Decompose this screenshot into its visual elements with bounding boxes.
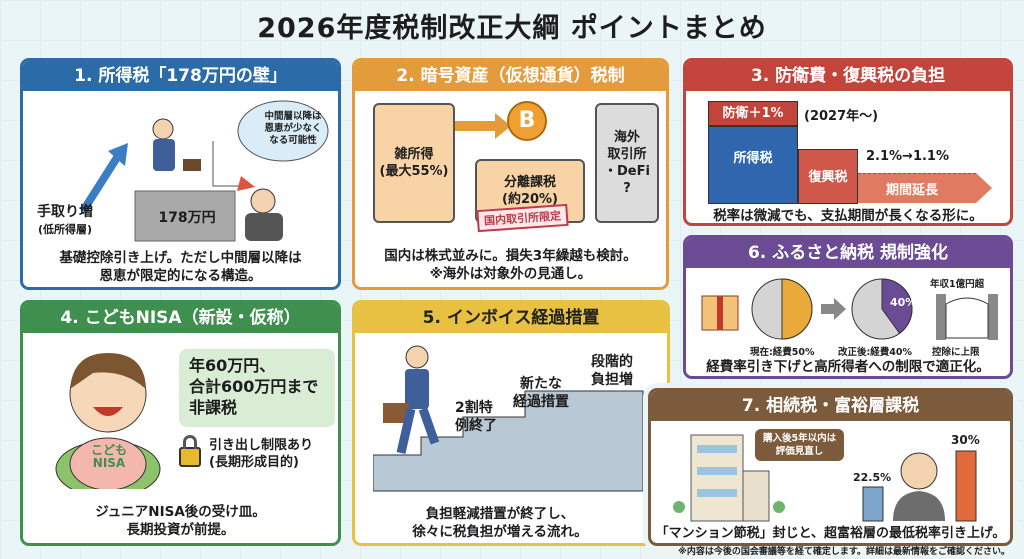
panel-header: 2. 暗号資産（仮想通貨）税制 [355, 61, 666, 91]
step-label: 経過措置 [513, 394, 569, 410]
caption: 恩恵が限定的になる構造。 [99, 268, 262, 284]
caption: 税率は微減でも、支払期間が長くなる形に。 [713, 208, 983, 224]
caption: 長期投資が前提。 [126, 522, 235, 538]
pig-label: こども [91, 443, 128, 457]
panel-inheritance-tax: 7. 相続税・富裕層課税 購入後5年以内は評価見直し 22.5% 30% 「マン… [648, 388, 1013, 546]
panel-invoice: 5. インボイス経過措置 2割特例終了 新たな経過措置 段階的負担増 負担軽減措… [352, 300, 670, 546]
step-label: 2割特 [455, 400, 493, 416]
furusato-illustration [701, 278, 998, 340]
reconstruction-block: 復興税 [798, 149, 858, 204]
panel-header: 3. 防衛費・復興税の負担 [686, 61, 1010, 91]
step-label: 新たな [520, 376, 562, 392]
year-label: (2027年〜) [804, 109, 879, 124]
gate-top-label: 年収1億円超 [930, 279, 985, 290]
defense-block: 防衛＋1% [708, 101, 798, 126]
gate-icon [936, 294, 946, 340]
takehome-sub: (低所得層) [37, 223, 93, 236]
panel-header: 7. 相続税・富裕層課税 [651, 391, 1010, 421]
step-label: 例終了 [455, 418, 497, 434]
misc-income-box: 雑所得(最大55%) [373, 103, 455, 223]
step-label: 段階的 [591, 354, 633, 370]
pig-label: NISA [92, 456, 126, 470]
bar-22-5 [862, 486, 884, 522]
bubble-line: 恩恵が少なく [264, 123, 322, 134]
panel-crypto-tax: 2. 暗号資産（仮想通貨）税制 雑所得(最大55%) B 分離課税(約20%) … [352, 58, 669, 290]
up-arrow-icon [108, 143, 128, 166]
caption: 経費率引き下げと高所得者への制限で適正化。 [706, 359, 990, 375]
lock-label: 引き出し制限あり [209, 438, 314, 453]
bubble-line: なる可能性 [269, 135, 317, 146]
stairs-illustration [373, 390, 644, 492]
jumping-man-icon [152, 118, 174, 140]
pie-after-label: 40% [890, 296, 917, 309]
after-label: 改正後:経費40% [838, 347, 913, 358]
businessman-icon [250, 188, 276, 214]
takehome-label: 手取り増 [37, 204, 93, 220]
child-illustration [55, 353, 161, 489]
caption: 負担軽減措置が終了し、 [425, 506, 575, 522]
caption: 徐々に税負担が増える流れ。 [412, 524, 588, 540]
caption: 国内は株式並みに。損失3年繰越も検討。 [384, 248, 637, 264]
income-tax-block: 所得税 [708, 126, 798, 204]
building-bubble: 購入後5年以内は評価見直し [755, 429, 845, 461]
caption: ※海外は対象外の見通し。 [429, 266, 592, 282]
overseas-box: 海外取引所・DeFi? [595, 103, 659, 223]
panel-header: 1. 所得税「178万円の壁」 [23, 61, 338, 91]
panel-header: 5. インボイス経過措置 [355, 303, 667, 333]
footnote: ※内容は今後の国会審議等を経て確定します。詳細は最新情報をご確認ください。 [678, 547, 1010, 557]
lock-label: (長期形成目的) [209, 455, 299, 470]
bitcoin-icon: B [507, 101, 547, 141]
low-rate-label: 22.5% [853, 471, 892, 484]
caption: 基礎控除引き上げ。ただし中間層以降は [59, 250, 302, 266]
pie-after-slice [881, 278, 913, 334]
arrow-icon [455, 113, 511, 139]
wall-label: 178万円 [158, 210, 216, 226]
walking-man-icon [383, 345, 440, 454]
caption: ジュニアNISA後の受け皿。 [95, 504, 266, 520]
gate-label: 控除に上限 [932, 347, 980, 358]
wealthy-man-icon [900, 452, 938, 490]
high-rate-label: 30% [951, 433, 980, 447]
income-illustration [79, 100, 329, 242]
step-label: 負担増 [591, 372, 633, 388]
bar-30 [955, 450, 977, 522]
rate-label: 2.1%→1.1% [866, 149, 950, 164]
lock-icon [179, 447, 201, 467]
panel-furusato-tax: 6. ふるさと納税 規制強化 40% 年収1億円超 現在:経費50% 改正後:経… [683, 235, 1013, 379]
bubble-line: 中間層以降は [264, 111, 322, 122]
extension-arrow [858, 173, 992, 203]
panel-defense-tax: 3. 防衛費・復興税の負担 防衛＋1% (2027年〜) 所得税 復興税 2.1… [683, 58, 1013, 226]
speech-bubble: 年60万円、合計600万円まで非課税 [179, 349, 335, 427]
extension-label: 期間延長 [886, 183, 939, 198]
arrow-icon [821, 298, 846, 320]
page-title: 2026年度税制改正大綱 ポイントまとめ [257, 13, 767, 44]
piggy-bank-icon [69, 437, 147, 489]
thought-bubble [237, 100, 329, 162]
pie-now-slice [781, 278, 813, 340]
caption: 「マンション節税」封じと、超富裕層の最低税率引き上げ。 [655, 526, 1006, 541]
panel-header: 6. ふるさと納税 規制強化 [686, 238, 1010, 268]
panel-header: 4. こどもNISA（新設・仮称） [23, 303, 338, 333]
now-label: 現在:経費50% [750, 347, 815, 358]
inheritance-illustration [673, 434, 977, 522]
wall-icon [134, 190, 236, 242]
panel-income-tax: 1. 所得税「178万円の壁」 178万円 中間層以降は恩恵が少なくなる可能性 … [20, 58, 341, 290]
